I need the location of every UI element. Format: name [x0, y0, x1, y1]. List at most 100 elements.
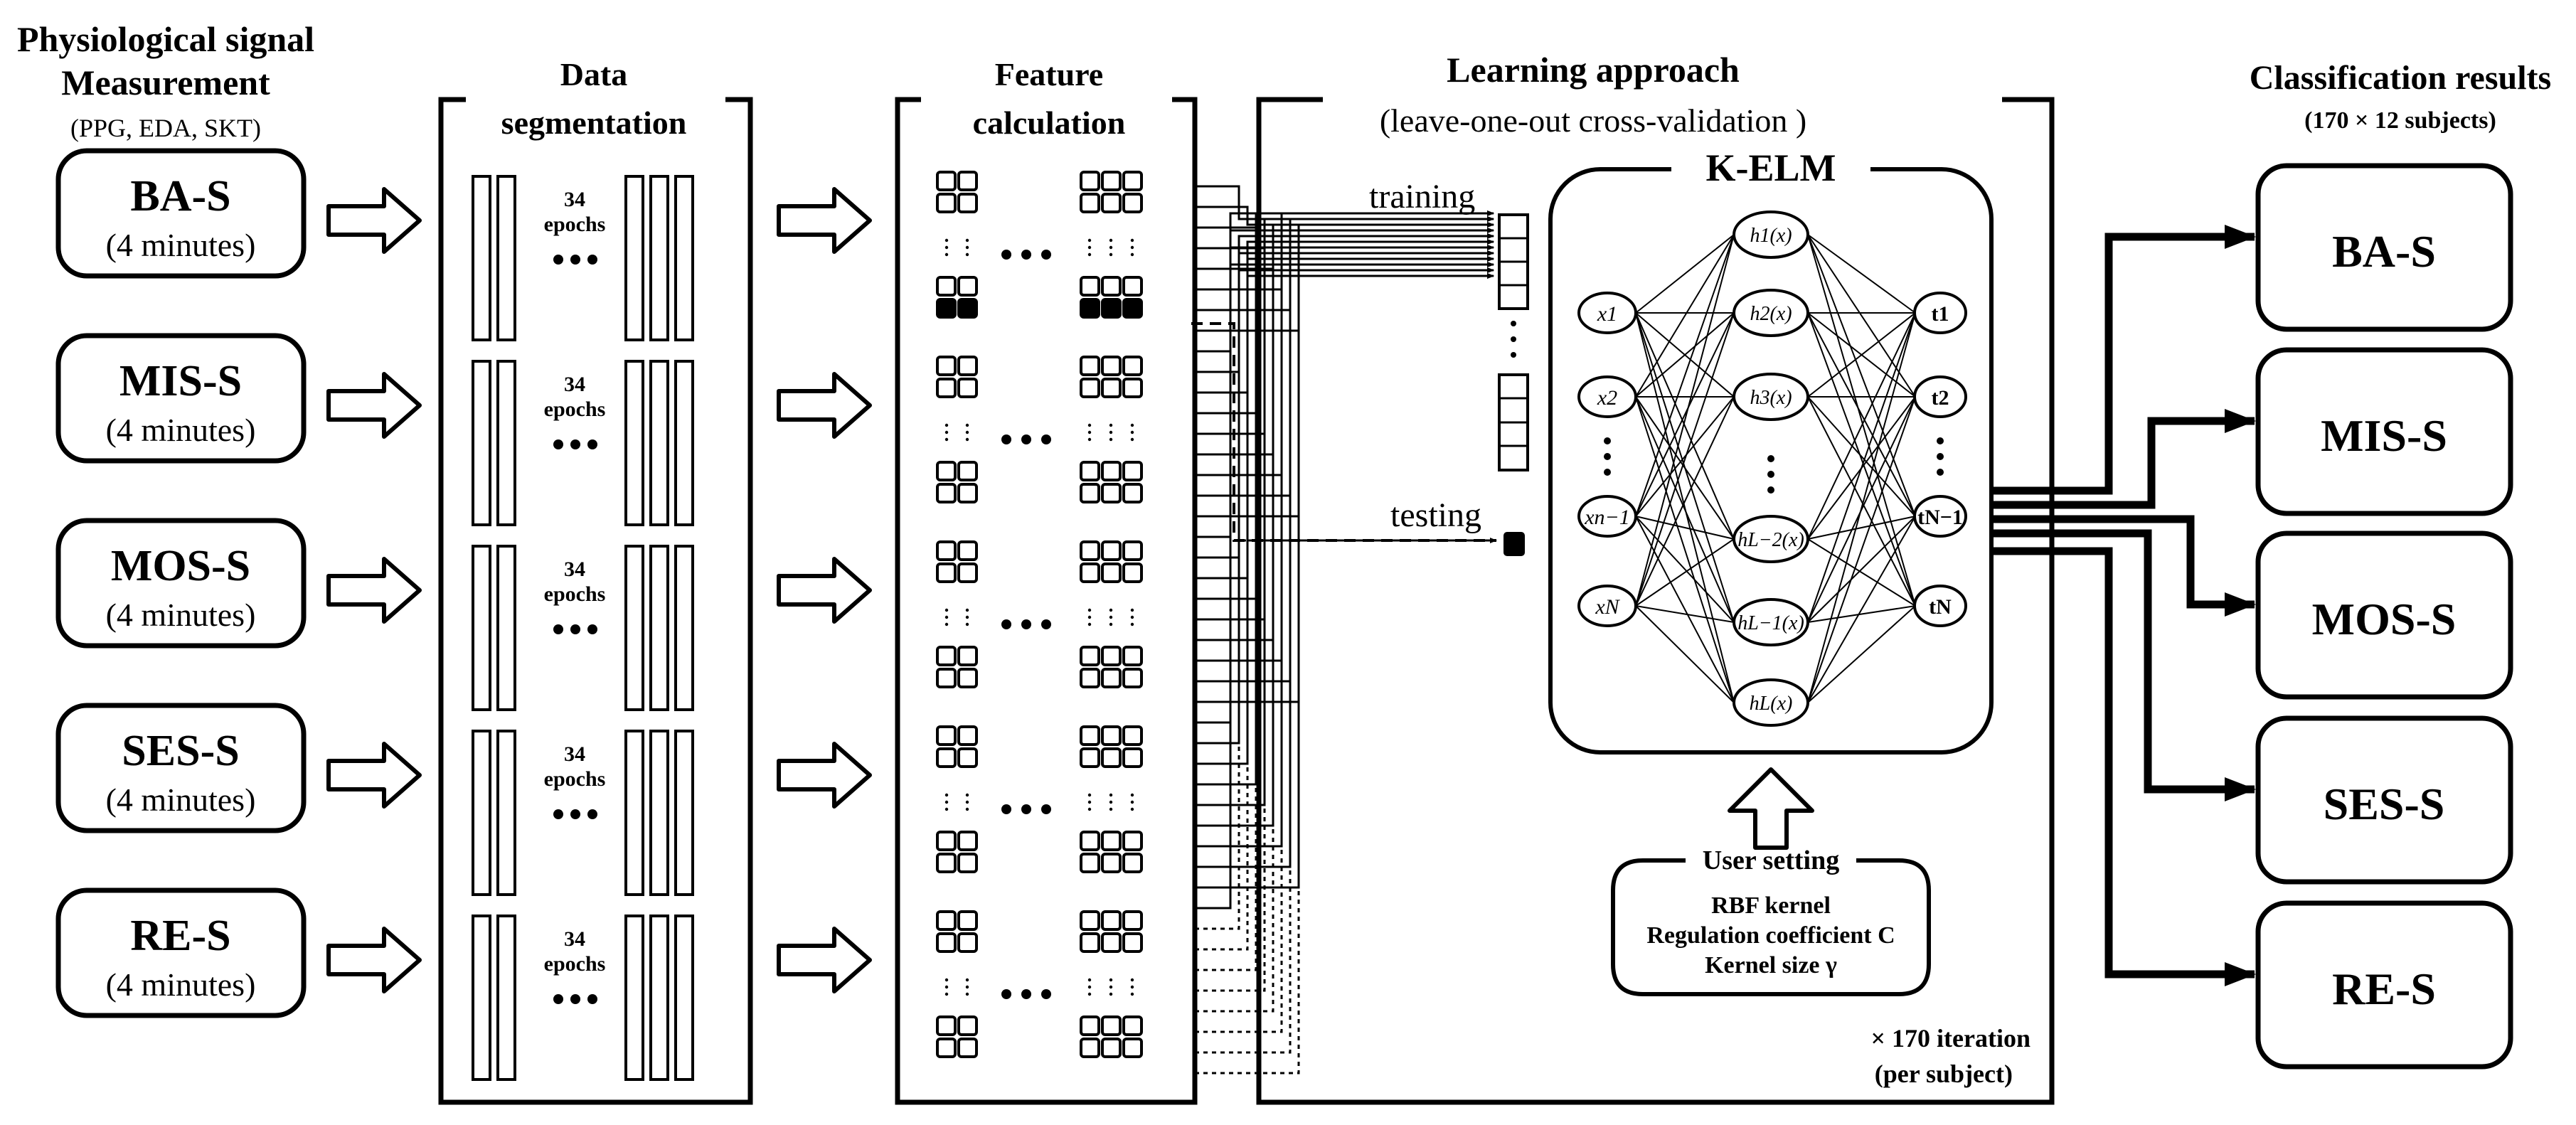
features-title-line1: Feature — [995, 56, 1103, 92]
hidden-node — [1733, 210, 1809, 259]
network-edge — [1807, 312, 1916, 607]
feature-cell — [1101, 562, 1122, 583]
feature-cell — [957, 725, 978, 746]
epoch-count-label: 34 — [564, 927, 585, 951]
epoch-word-label: epochs — [544, 213, 606, 236]
network-edge — [1635, 396, 1735, 623]
epoch-bar — [496, 730, 516, 896]
segmentation-bracket — [438, 97, 753, 1105]
learning-bracket — [1256, 97, 2055, 1105]
feature-cell — [936, 540, 957, 561]
input-node-label: x1 — [1597, 302, 1617, 326]
feature-cell — [1122, 461, 1143, 481]
hidden-node-label: h1(x) — [1750, 225, 1792, 247]
feature-cell — [936, 356, 957, 376]
feature-cell — [1122, 747, 1143, 768]
feature-cell — [1122, 193, 1143, 213]
feature-cell — [1101, 747, 1122, 768]
output-node-label: tN−1 — [1917, 506, 1963, 529]
feature-group — [936, 171, 1143, 1058]
network-edge — [1635, 234, 1735, 398]
feature-cell — [957, 562, 978, 583]
epoch-bar — [472, 175, 491, 341]
feature-cell — [1122, 646, 1143, 666]
feature-cell — [1101, 1038, 1122, 1058]
epoch-count-label: 34 — [564, 188, 585, 211]
network-edge — [1635, 516, 1735, 703]
segmentation-arrow — [326, 187, 422, 254]
result-box — [2255, 530, 2513, 700]
feature-cell — [1101, 910, 1122, 931]
feature-cell — [1080, 171, 1100, 191]
network-edge — [1807, 396, 1916, 703]
output-node — [1913, 585, 1967, 627]
user-setting-arrow — [1728, 767, 1814, 850]
ellipsis-dot — [1604, 453, 1611, 460]
epoch-count-label: 34 — [564, 373, 585, 396]
feature-cell — [957, 932, 978, 953]
feature-connector — [1195, 233, 1494, 745]
segmentation-title-line2: segmentation — [501, 105, 687, 141]
measurement-box-duration: (4 minutes) — [106, 966, 256, 1003]
input-node — [1577, 495, 1637, 538]
epoch-bar — [674, 915, 694, 1081]
hidden-node — [1733, 678, 1809, 727]
feature-cell — [1101, 193, 1122, 213]
network-edge — [1635, 396, 1735, 540]
epoch-bar — [649, 915, 669, 1081]
hidden-node — [1733, 598, 1809, 646]
feature-cell — [936, 853, 957, 873]
epoch-bar — [472, 915, 491, 1081]
segmentation-title-line1: Data — [560, 56, 628, 92]
result-box-label: SES-S — [2324, 779, 2445, 829]
measurement-box — [55, 148, 307, 279]
output-node — [1913, 375, 1967, 418]
feature-cell — [957, 646, 978, 666]
measurement-box-label: RE-S — [130, 912, 230, 960]
feature-cell — [936, 910, 957, 931]
network-edge — [1635, 538, 1735, 607]
feature-cell — [1122, 1015, 1143, 1036]
epoch-bar — [624, 545, 644, 711]
network-edge — [1807, 312, 1916, 703]
result-box — [2255, 715, 2513, 885]
epoch-bar — [674, 175, 694, 341]
feature-cell — [957, 831, 978, 851]
feature-connector — [1195, 245, 1494, 786]
feature-cell — [936, 668, 957, 688]
feature-cell — [936, 276, 957, 297]
measurement-box-duration: (4 minutes) — [106, 597, 256, 633]
feature-cell — [1080, 725, 1100, 746]
feature-cell — [1080, 747, 1100, 768]
feature-cell — [1080, 562, 1100, 583]
measurement-box — [55, 887, 307, 1018]
output-arrows — [1991, 225, 2256, 986]
epoch-bar — [649, 360, 669, 526]
feature-cell — [957, 276, 978, 297]
kelm-title: K-ELM — [1706, 146, 1836, 189]
epoch-bar — [624, 360, 644, 526]
epoch-bar — [624, 730, 644, 896]
network-edge — [1635, 605, 1735, 623]
feature-connector — [1195, 267, 1494, 868]
epoch-count-label: 34 — [564, 742, 585, 766]
feature-connector — [1195, 210, 1494, 910]
network-edge — [1635, 234, 1735, 517]
feature-cell — [1080, 540, 1100, 561]
feature-connector — [1195, 539, 1494, 1075]
feature-cell — [1080, 298, 1100, 319]
feature-cell — [1080, 1015, 1100, 1036]
epoch-bar — [649, 730, 669, 896]
testing-label: testing — [1390, 496, 1481, 534]
feature-cell — [957, 747, 978, 768]
testing-sample — [1503, 532, 1525, 556]
epoch-word-label: epochs — [544, 767, 606, 791]
feature-cell — [936, 831, 957, 851]
feature-cell — [1122, 171, 1143, 191]
user-setting-title: User setting — [1703, 846, 1839, 875]
features-title-line2: calculation — [973, 105, 1126, 141]
segmentation-arrow — [326, 927, 422, 993]
feature-cell — [1122, 276, 1143, 297]
feature-cell — [957, 1015, 978, 1036]
results-subtitle: (170 × 12 subjects) — [2304, 107, 2496, 134]
